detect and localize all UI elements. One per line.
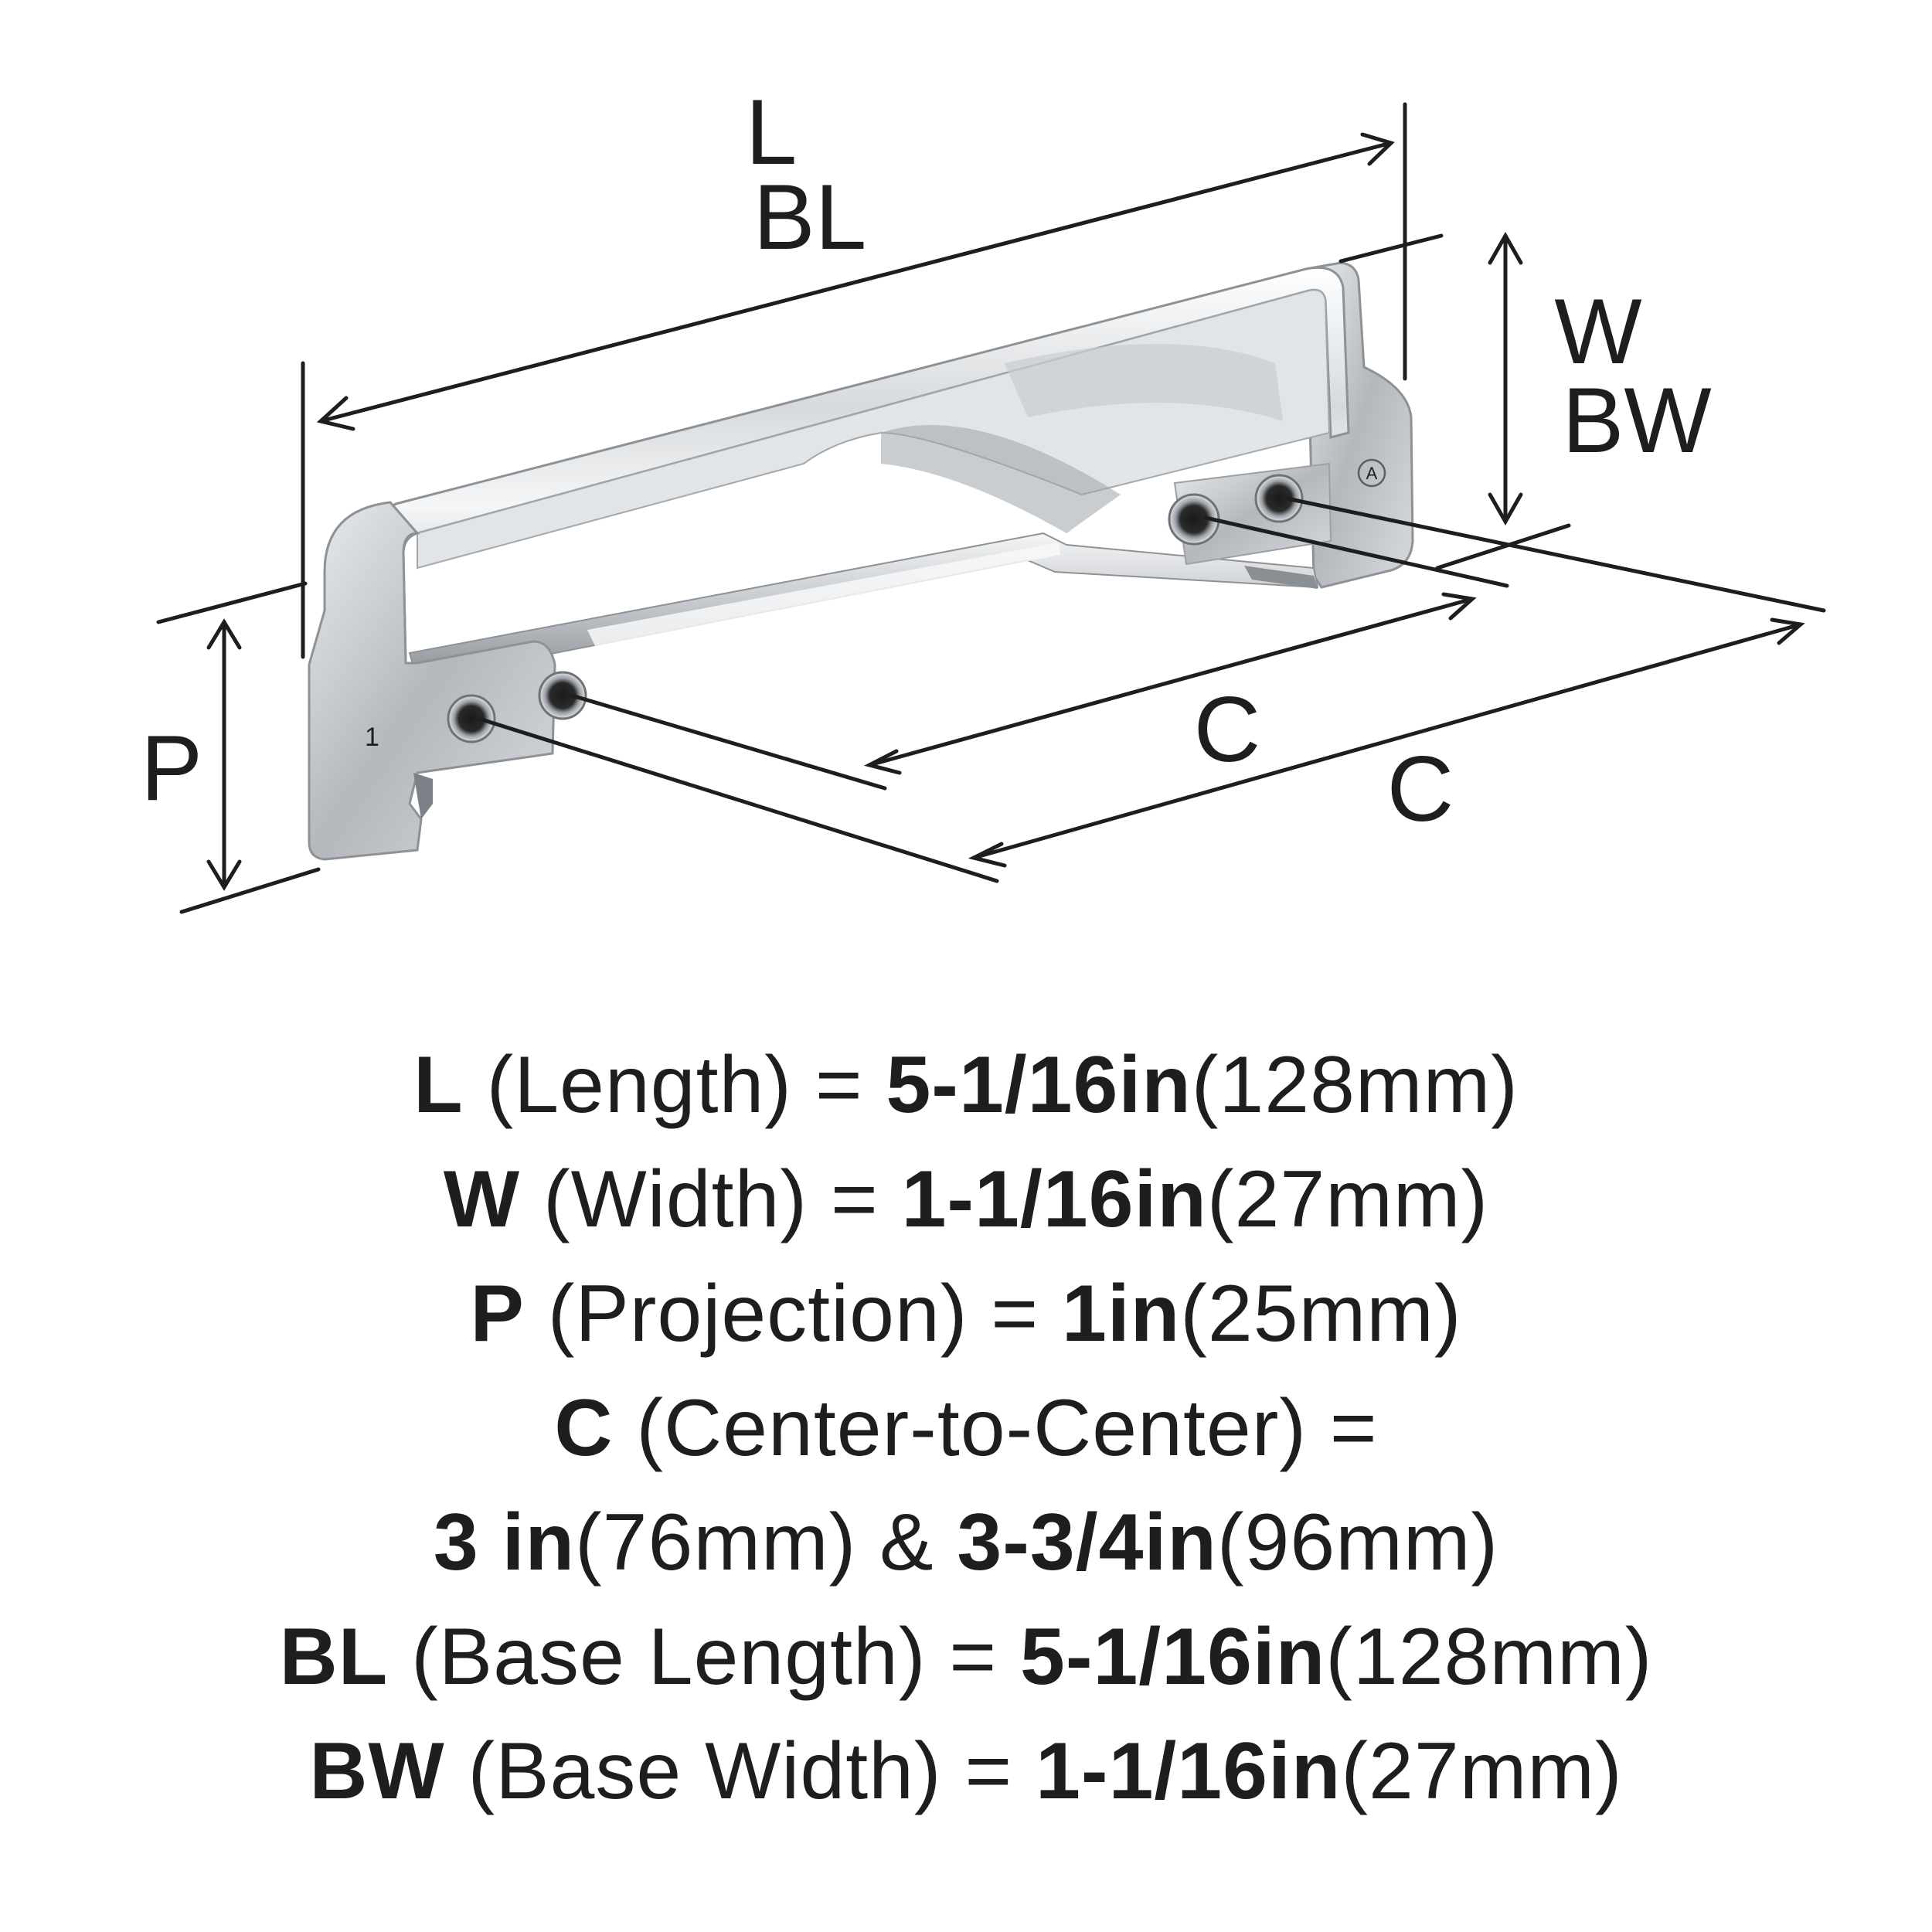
base-width-code-label: BW (1562, 369, 1711, 472)
dimension-lines (156, 102, 1826, 914)
left-mount-hole-2 (538, 671, 587, 720)
center-short-code-label: C (1194, 678, 1261, 781)
dimension-diagram: A 1 (141, 80, 1826, 914)
spec-length: L (Length) = 5-1/16in(128mm) (413, 1040, 1519, 1130)
center-long-code-label: C (1387, 737, 1454, 841)
spec-base-length: BL (Base Length) = 5-1/16in(128mm) (279, 1612, 1653, 1702)
base-length-code-label: BL (753, 165, 867, 269)
part-mark: 1 (365, 723, 379, 752)
spec-width: W (Width) = 1-1/16in(27mm) (443, 1155, 1489, 1244)
specifications: L (Length) = 5-1/16in(128mm) W (Width) =… (0, 1028, 1932, 1828)
cup-pull-illustration: A 1 (308, 261, 1414, 861)
brand-mark-letter: A (1366, 464, 1378, 483)
left-mount-hole-1 (447, 694, 496, 743)
spec-projection: P (Projection) = 1in(25mm) (470, 1269, 1462, 1359)
right-mount-hole-2 (1254, 474, 1304, 523)
projection-code-label: P (141, 716, 202, 820)
width-code-label: W (1554, 280, 1641, 383)
spec-base-width: BW (Base Width) = 1-1/16in(27mm) (309, 1726, 1623, 1816)
length-code-label: L (746, 80, 798, 184)
brand-mark-icon (1357, 458, 1386, 488)
spec-center-to-center-heading: C (Center-to-Center) = (554, 1383, 1378, 1473)
spec-center-to-center-values: 3 in(76mm) & 3-3/4in(96mm) (433, 1498, 1499, 1587)
